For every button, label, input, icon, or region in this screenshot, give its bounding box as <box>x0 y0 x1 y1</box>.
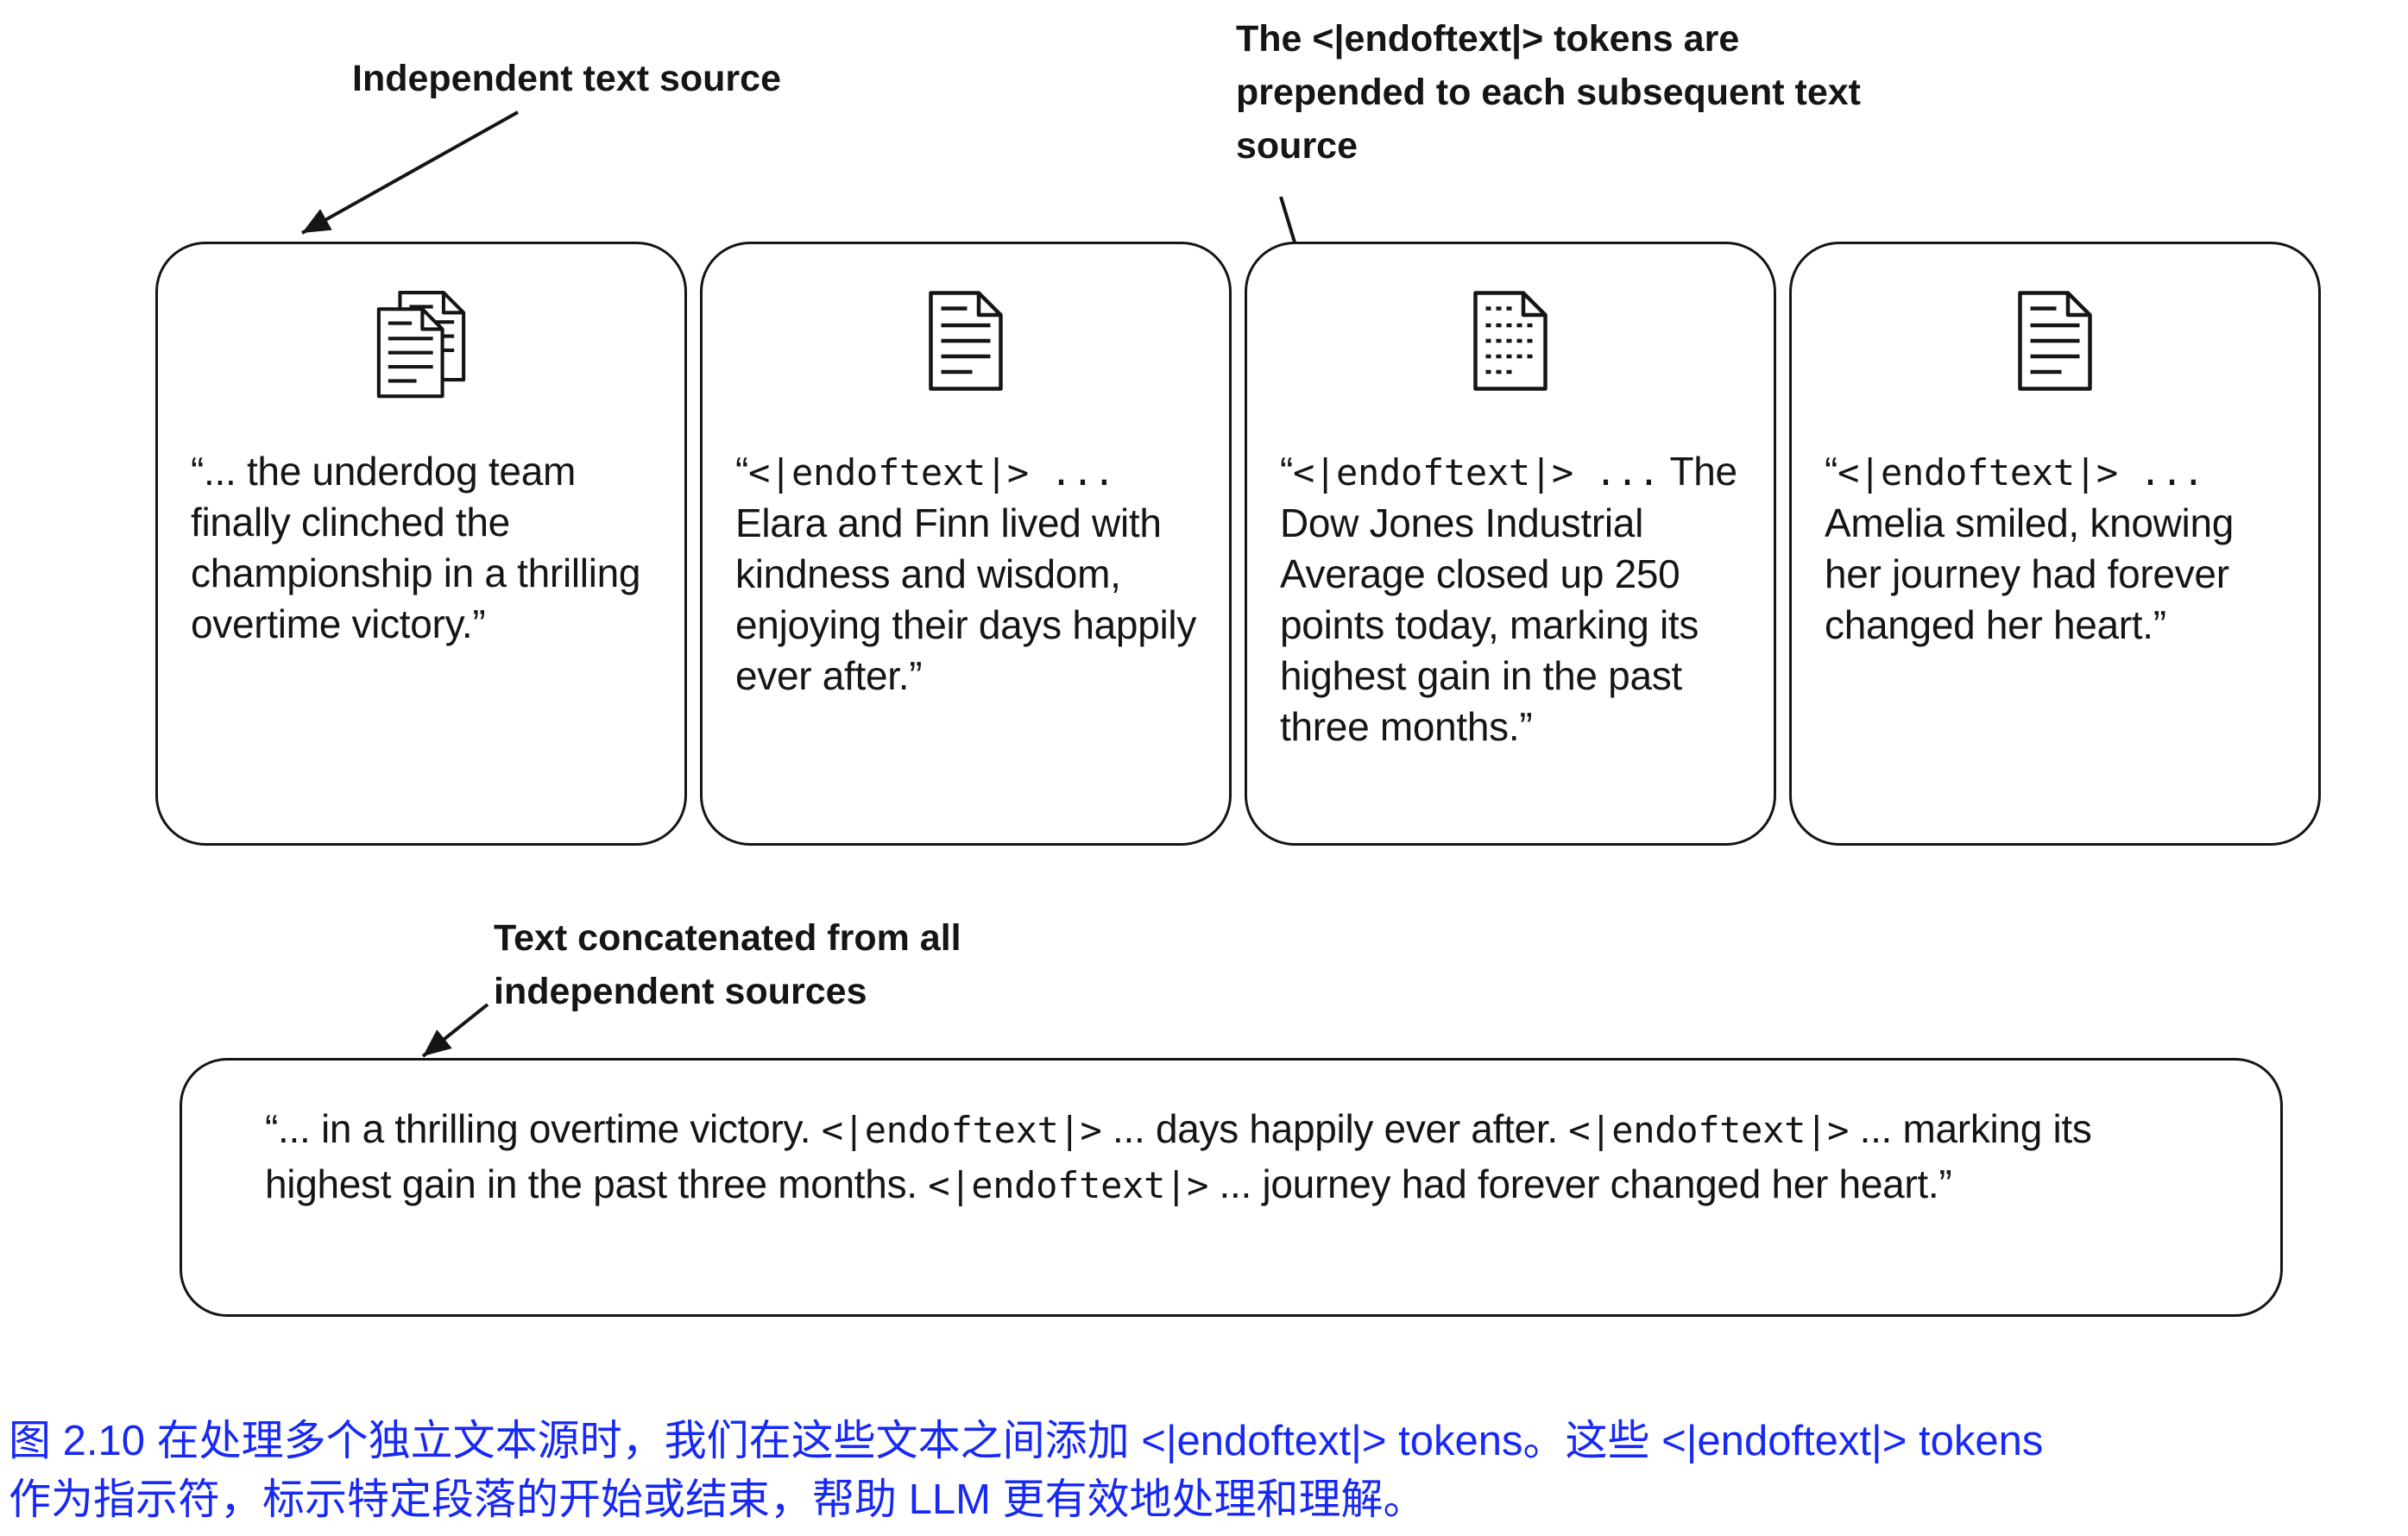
annotation-line: prepended to each subsequent text <box>1236 72 1861 113</box>
endoftext-token: <|endoftext|> ... <box>748 451 1115 494</box>
concat-segment: ... days happily ever after. <box>1101 1106 1569 1151</box>
concat-segment: ... marking its highest gain in the past… <box>265 1106 2092 1206</box>
source-text-lead: “ <box>1280 449 1294 494</box>
document-icon <box>703 289 1229 412</box>
endoftext-token: <|endoftext|> ... <box>1838 451 2204 494</box>
arrow-to-first-box <box>301 110 519 235</box>
text-source-box-2: “<|endoftext|> ... Elara and Finn lived … <box>700 242 1232 846</box>
annotation-text-concatenated: Text concatenated from all independent s… <box>494 911 961 1018</box>
endoftext-token: <|endoftext|> <box>1568 1109 1850 1151</box>
source-text-lead: “ <box>1825 449 1838 494</box>
annotation-line: The <|endoftext|> tokens are <box>1236 18 1740 60</box>
source-text-rest: Elara and Finn lived with kindness and w… <box>735 500 1197 698</box>
documents-icon <box>158 289 684 412</box>
arrow-to-concat-box <box>421 1003 489 1058</box>
concat-segment: “... in a thrilling overtime victory. <box>265 1106 822 1151</box>
annotation-line: source <box>1236 125 1358 167</box>
endoftext-token: <|endoftext|> <box>928 1164 1209 1206</box>
caption-line-1: 图 2.10 在处理多个独立文本源时，我们在这些文本之间添加 <|endofte… <box>9 1418 2044 1464</box>
text-source-box-1: “... the underdog team finally clinched … <box>155 242 687 846</box>
document-dotted-icon <box>1247 289 1774 412</box>
concatenated-text: “... in a thrilling overtime victory. <|… <box>265 1102 2220 1212</box>
concatenated-text-box: “... in a thrilling overtime victory. <|… <box>180 1058 2283 1317</box>
source-text-rest: The Dow Jones Industrial Average closed … <box>1280 449 1737 749</box>
annotation-endoftext-prepended: The <|endoftext|> tokens are prepended t… <box>1236 12 1861 173</box>
text-source-box-3: “<|endoftext|> ... The Dow Jones Industr… <box>1245 242 1776 846</box>
text-source-box-4: “<|endoftext|> ... Amelia smiled, knowin… <box>1789 242 2321 846</box>
document-icon <box>1792 289 2318 412</box>
source-text: “... the underdog team finally clinched … <box>191 446 655 651</box>
endoftext-token: <|endoftext|> ... <box>1293 451 1660 494</box>
figure-caption: 图 2.10 在处理多个独立文本源时，我们在这些文本之间添加 <|endofte… <box>9 1412 2043 1529</box>
source-text: “<|endoftext|> ... Elara and Finn lived … <box>735 446 1200 702</box>
caption-line-2: 作为指示符，标示特定段落的开始或结束，帮助 LLM 更有效地处理和理解。 <box>9 1476 1426 1523</box>
source-text-lead: “... the underdog team finally clinched … <box>191 449 641 646</box>
concat-segment: ... journey had forever changed her hear… <box>1208 1161 1952 1206</box>
source-text-lead: “ <box>735 449 749 494</box>
annotation-line: independent sources <box>494 971 867 1012</box>
annotation-line: Text concatenated from all <box>494 917 961 959</box>
source-text-rest: Amelia smiled, knowing her journey had f… <box>1825 500 2235 647</box>
source-text: “<|endoftext|> ... The Dow Jones Industr… <box>1280 446 1744 752</box>
annotation-independent-text-source: Independent text source <box>352 58 781 99</box>
endoftext-token: <|endoftext|> <box>821 1109 1102 1151</box>
source-text: “<|endoftext|> ... Amelia smiled, knowin… <box>1825 446 2289 651</box>
